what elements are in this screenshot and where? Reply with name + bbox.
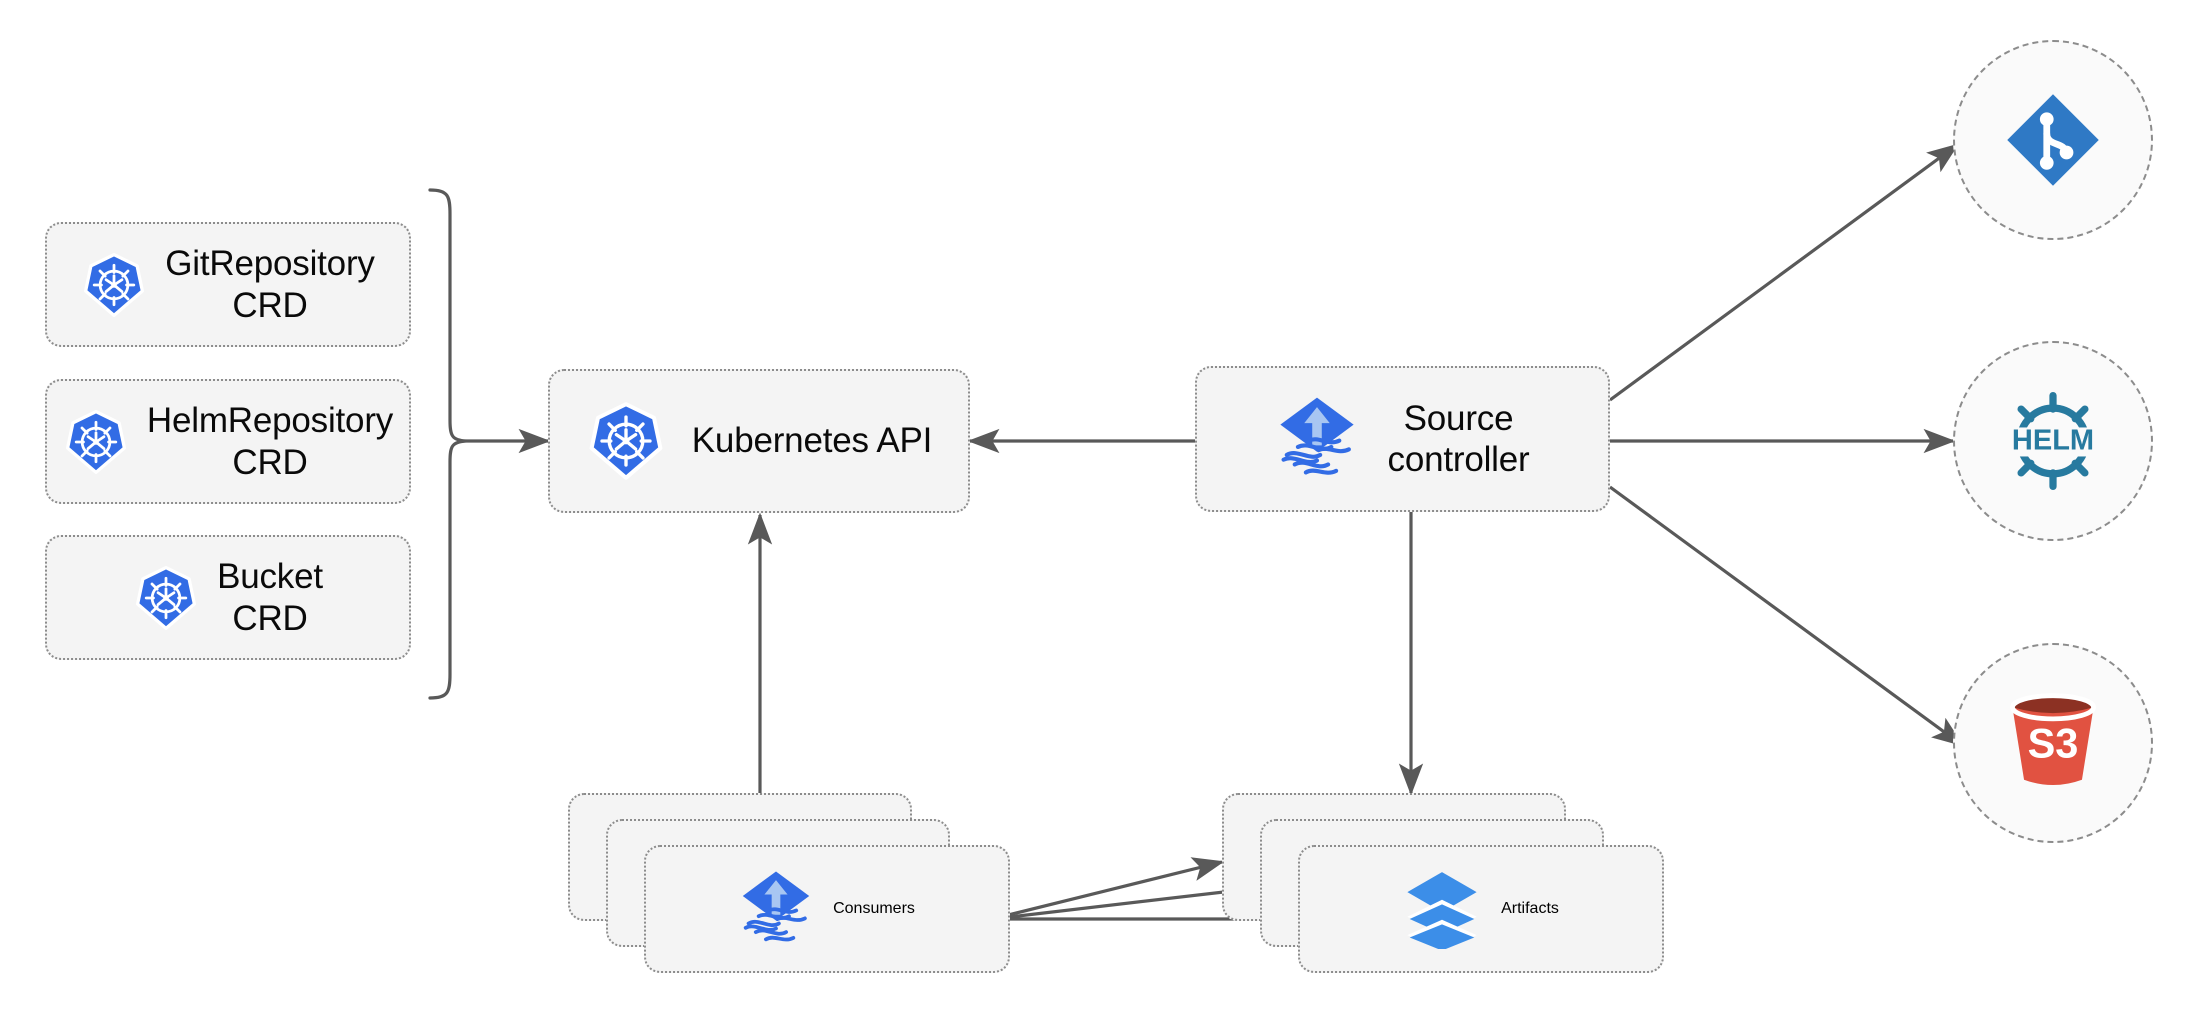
node-consumers[interactable]: Consumers	[568, 793, 1010, 973]
node-label: Artifacts	[1501, 900, 1559, 917]
kubernetes-icon	[133, 565, 199, 631]
s3-icon: S3	[1995, 687, 2111, 799]
source-git[interactable]	[1953, 40, 2153, 240]
edge-consumers-to-artifacts-2	[991, 879, 1261, 921]
edge-source-to-s3	[1609, 485, 1965, 747]
node-helmrepository-crd[interactable]: HelmRepository CRD	[45, 379, 411, 504]
node-label: Consumers	[833, 900, 915, 917]
source-helm[interactable]: HELM	[1953, 341, 2153, 541]
kubernetes-icon	[586, 401, 666, 481]
flux-icon	[739, 870, 813, 948]
node-label: HelmRepository CRD	[146, 401, 394, 482]
consumers-sheet-front[interactable]: Consumers	[644, 845, 1010, 973]
kubernetes-icon	[63, 409, 129, 475]
node-label: Bucket CRD	[217, 557, 323, 638]
node-artifacts[interactable]: Artifacts	[1222, 793, 1664, 973]
git-icon	[2001, 88, 2105, 192]
artifacts-sheet-front[interactable]: Artifacts	[1298, 845, 1664, 973]
s3-label: S3	[2028, 719, 2079, 766]
edge-consumers-to-artifacts-1	[991, 857, 1225, 921]
node-kubernetes-api[interactable]: Kubernetes API	[548, 369, 970, 513]
node-label: Kubernetes API	[691, 421, 933, 461]
source-s3[interactable]: S3	[1953, 643, 2153, 843]
flux-icon	[1276, 396, 1358, 482]
edge-source-to-git	[1609, 143, 1960, 402]
node-label: GitRepository CRD	[165, 244, 375, 325]
crd-group-bracket	[428, 188, 467, 700]
node-label: Source controller	[1387, 398, 1530, 479]
layers-icon	[1403, 869, 1481, 949]
node-gitrepository-crd[interactable]: GitRepository CRD	[45, 222, 411, 347]
helm-icon: HELM	[1995, 383, 2111, 499]
kubernetes-icon	[81, 252, 147, 318]
node-source-controller[interactable]: Source controller	[1195, 366, 1610, 512]
helm-label: HELM	[2012, 425, 2094, 457]
node-bucket-crd[interactable]: Bucket CRD	[45, 535, 411, 660]
